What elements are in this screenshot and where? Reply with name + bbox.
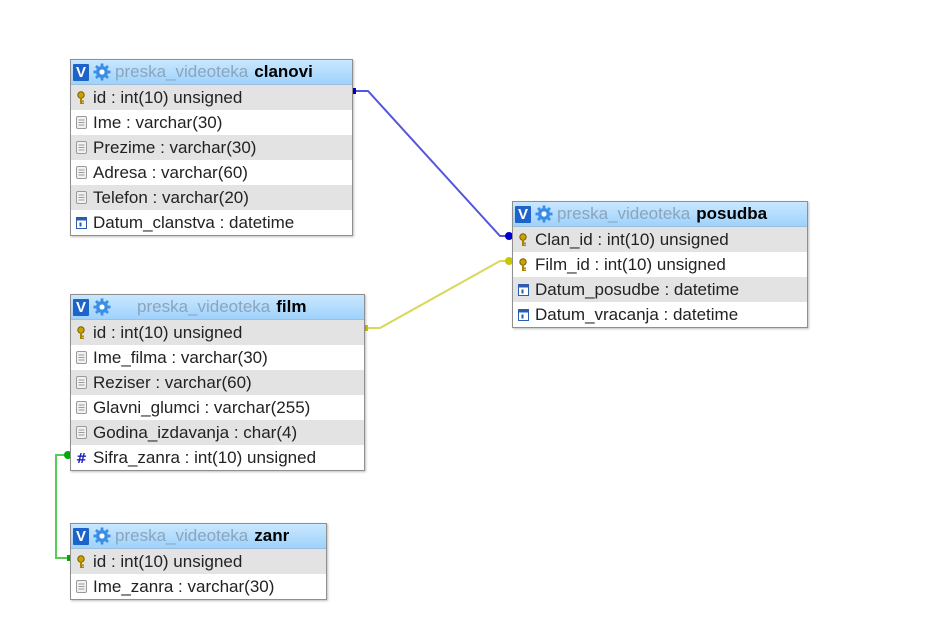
field-row[interactable]: id : int(10) unsigned: [71, 320, 364, 345]
key-icon: [517, 232, 529, 247]
field-label: Glavni_glumci : varchar(255): [93, 397, 311, 417]
database-name: preska_videoteka: [115, 62, 249, 81]
field-row[interactable]: Glavni_glumci : varchar(255): [71, 395, 364, 420]
text-field-icon: [75, 401, 87, 415]
datetime-field-icon: [517, 283, 529, 297]
field-label: Prezime : varchar(30): [93, 137, 257, 157]
toggle-columns-button[interactable]: V: [73, 298, 89, 316]
text-field-icon: [75, 580, 87, 594]
key-icon: [517, 257, 529, 272]
field-label: id : int(10) unsigned: [93, 551, 243, 571]
database-name: preska_videoteka: [115, 526, 249, 545]
text-field-icon: [75, 376, 87, 390]
field-label: id : int(10) unsigned: [93, 322, 243, 342]
field-row[interactable]: id : int(10) unsigned: [71, 85, 352, 110]
table-name: film: [276, 297, 307, 316]
database-name: preska_videoteka: [557, 204, 691, 223]
field-label: Datum_clanstva : datetime: [93, 212, 295, 232]
field-label: Telefon : varchar(20): [93, 187, 249, 207]
field-row[interactable]: Datum_posudbe : datetime: [513, 277, 807, 302]
field-row[interactable]: Godina_izdavanja : char(4): [71, 420, 364, 445]
field-label: Adresa : varchar(60): [93, 162, 248, 182]
relation-zanr-film: [55, 454, 71, 559]
text-field-icon: [75, 426, 87, 440]
text-field-icon: [75, 166, 87, 180]
text-field-icon: [75, 351, 87, 365]
gear-icon[interactable]: [93, 527, 111, 545]
field-row[interactable]: Ime_zanra : varchar(30): [71, 574, 326, 599]
toggle-columns-button[interactable]: V: [515, 205, 531, 223]
field-label: Godina_izdavanja : char(4): [93, 422, 298, 442]
relation-end-marker: [363, 325, 368, 331]
field-label: Datum_vracanja : datetime: [535, 304, 739, 324]
field-label: Ime_filma : varchar(30): [93, 347, 268, 367]
text-field-icon: [75, 141, 87, 155]
field-row[interactable]: Adresa : varchar(60): [71, 160, 352, 185]
field-row[interactable]: Ime : varchar(30): [71, 110, 352, 135]
relation-end-marker: [505, 232, 513, 240]
key-icon: [75, 90, 87, 105]
text-field-icon: [75, 116, 87, 130]
toggle-columns-button[interactable]: V: [73, 63, 89, 81]
field-row[interactable]: Prezime : varchar(30): [71, 135, 352, 160]
table-name: zanr: [254, 526, 290, 545]
relation-clanovi-posudba: [352, 90, 512, 237]
datetime-field-icon: [75, 216, 87, 230]
field-label: Ime_zanra : varchar(30): [93, 576, 275, 596]
field-label: Clan_id : int(10) unsigned: [535, 229, 729, 249]
field-row[interactable]: Telefon : varchar(20): [71, 185, 352, 210]
gear-icon[interactable]: [535, 205, 553, 223]
database-name: preska_videoteka: [137, 297, 271, 316]
field-label: Sifra_zanra : int(10) unsigned: [93, 447, 317, 467]
field-row[interactable]: Film_id : int(10) unsigned: [513, 252, 807, 277]
relation-end-marker: [67, 555, 72, 561]
field-row[interactable]: id : int(10) unsigned: [71, 549, 326, 574]
table-name: posudba: [696, 204, 768, 223]
field-row[interactable]: Reziser : varchar(60): [71, 370, 364, 395]
table-name: clanovi: [254, 62, 313, 81]
number-field-icon: #: [75, 451, 87, 465]
field-label: Datum_posudbe : datetime: [535, 279, 740, 299]
field-row[interactable]: Ime_filma : varchar(30): [71, 345, 364, 370]
toggle-columns-button[interactable]: V: [73, 527, 89, 545]
field-label: Reziser : varchar(60): [93, 372, 252, 392]
field-label: id : int(10) unsigned: [93, 87, 243, 107]
gear-icon[interactable]: [93, 298, 111, 316]
field-row[interactable]: Datum_clanstva : datetime: [71, 210, 352, 235]
text-field-icon: [75, 191, 87, 205]
field-label: Ime : varchar(30): [93, 112, 223, 132]
gear-icon[interactable]: [93, 63, 111, 81]
field-label: Film_id : int(10) unsigned: [535, 254, 726, 274]
relation-end-marker: [505, 257, 513, 265]
key-icon: [75, 554, 87, 569]
key-icon: [75, 325, 87, 340]
field-row[interactable]: Datum_vracanja : datetime: [513, 302, 807, 327]
relation-end-marker: [351, 88, 356, 94]
field-row[interactable]: Clan_id : int(10) unsigned: [513, 227, 807, 252]
svg-text:#: #: [76, 452, 87, 464]
field-row[interactable]: # Sifra_zanra : int(10) unsigned: [71, 445, 364, 470]
relation-film-posudba: [364, 260, 512, 329]
datetime-field-icon: [517, 308, 529, 322]
